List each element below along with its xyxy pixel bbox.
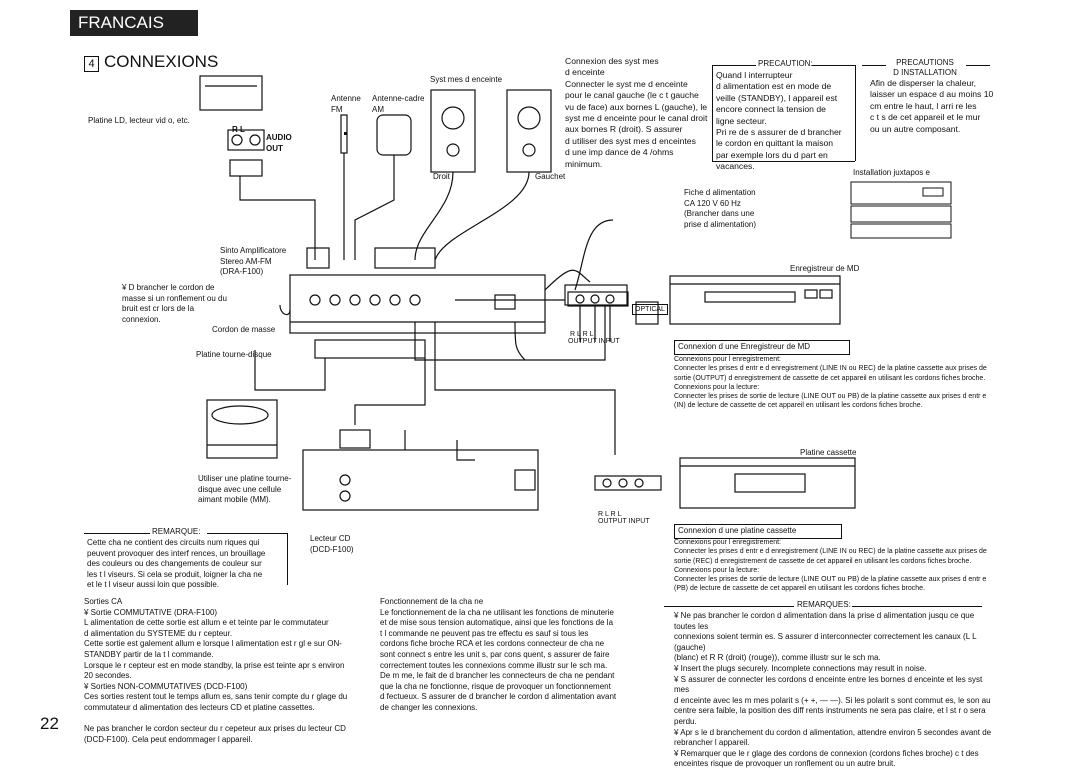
- power-label: Fiche d alimentation CA 120 V 60 Hz (Bra…: [684, 188, 757, 229]
- mm-note: Utiliser une platine tourne- disque avec…: [198, 474, 292, 505]
- speaker-right-drawing: [430, 89, 476, 173]
- cassette-output-input-label: OUTPUT INPUT: [598, 518, 650, 525]
- precaution-title: PRECAUTION:: [758, 59, 813, 68]
- md-output-input-label: OUTPUT INPUT: [568, 338, 620, 345]
- cassette-rl-label: R L R L: [598, 511, 622, 518]
- ground-cord-label: Cordon de masse: [212, 325, 276, 334]
- speaker-left-label: Gauchet: [535, 172, 566, 181]
- speaker-right-label: Droit: [433, 172, 450, 181]
- installation-text: Afin de disperser la chaleur, laisser un…: [870, 78, 994, 134]
- md-section-title: Connexion d une Enregistreur de MD: [674, 340, 850, 355]
- remarques-item: ¥ Remarquer que le r glage des cordons d…: [674, 748, 979, 769]
- antenna-am-label: Antenne-cadre AM: [372, 94, 425, 114]
- cassette-deck-diagram: [594, 457, 856, 509]
- md-recorder-diagram: [567, 275, 841, 342]
- cd-player-label: Lecteur CD (DCD-F100): [310, 534, 354, 554]
- page-number: 22: [40, 714, 59, 733]
- ld-player-label: Platine LD, lecteur vid o, etc.: [88, 116, 190, 125]
- audio-out-label: AUDIO OUT: [266, 133, 292, 153]
- cd-player-drawing: [302, 449, 539, 511]
- remarques-item: ¥ Ne pas brancher le cordon d alimentati…: [674, 611, 977, 663]
- optical-label: OPTICAL: [632, 304, 668, 316]
- cassette-label: Platine cassette: [800, 448, 857, 457]
- precaution-text: Quand l interrupteur d alimentation est …: [716, 70, 842, 172]
- remarques-item: ¥ S assurer de connecter les cordons d e…: [674, 674, 991, 726]
- remarques-list: ¥ Ne pas brancher le cordon d alimentati…: [674, 611, 994, 770]
- stacked-installation-label: Installation juxtapos e: [853, 168, 930, 177]
- amplifier-label: Sinto Amplificatore Stereo AM-FM (DRA-F1…: [220, 246, 287, 277]
- remarques-item: ¥ Apr s le d branchement du cordon d ali…: [674, 727, 992, 748]
- ground-note: ¥ D brancher le cordon de masse si un ro…: [122, 283, 227, 324]
- md-rl-label: R L R L: [570, 331, 594, 338]
- language-tab: FRANCAIS: [70, 10, 198, 36]
- remarques-item: ¥ Insert the plugs securely. Incomplete …: [674, 663, 927, 673]
- turntable-drawing: [206, 399, 278, 459]
- speaker-connection-text: Connexion des syst mes d enceinte Connec…: [565, 56, 708, 169]
- rl-label: R L: [232, 125, 245, 134]
- section-number: 4: [84, 56, 99, 72]
- connection-diagram: [199, 75, 628, 511]
- installation-title: PRECAUTIONS D INSTALLATION: [893, 58, 957, 77]
- md-section-text: Connexions pour l enregistrement: Connec…: [674, 356, 987, 410]
- cassette-section-text: Connexions pour l enregistrement: Connec…: [674, 539, 987, 593]
- outputs-text: Sorties CA ¥ Sortie COMMUTATIVE (DRA-F10…: [84, 597, 348, 744]
- remarque-title: REMARQUE:: [152, 527, 201, 536]
- remarque-text: Cette cha ne contient des circuits num r…: [87, 538, 266, 590]
- operation-text: Fonctionnement de la cha ne Le fonctionn…: [380, 597, 617, 712]
- turntable-label: Platine tourne-disque: [196, 350, 272, 359]
- antenna-fm-label: Antenne FM: [331, 94, 361, 114]
- stacked-installation-drawing: [850, 181, 952, 239]
- remarques-title: REMARQUES:: [797, 600, 851, 609]
- section-title: CONNEXIONS: [104, 52, 219, 71]
- amplifier-drawing: [289, 274, 546, 334]
- md-recorder-label: Enregistreur de MD: [790, 264, 860, 273]
- speaker-system-label: Syst mes d enceinte: [430, 75, 503, 84]
- am-antenna-drawing: [376, 114, 412, 156]
- ld-player-drawing: [199, 75, 263, 111]
- cassette-section-title: Connexion d une platine cassette: [674, 524, 842, 539]
- speaker-left-drawing: [506, 89, 552, 173]
